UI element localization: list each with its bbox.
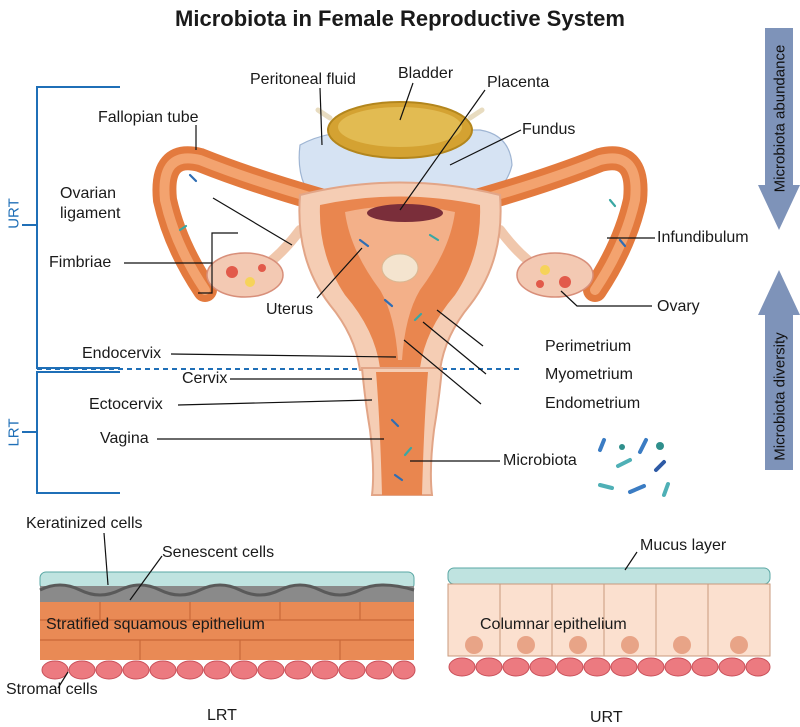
label-ovarian-ligament-1: Ovarian: [60, 185, 117, 202]
label-squamous-epithelium: Stratified squamous epithelium: [46, 616, 265, 633]
lrt-tissue: [39, 571, 416, 680]
label-columnar-epithelium: Columnar epithelium: [480, 616, 627, 633]
ovaries: [206, 252, 594, 298]
lrt-bracket-label: LRT: [5, 418, 23, 447]
label-ovarian-ligament-2: ligament: [60, 205, 121, 222]
caption-lrt: LRT: [207, 707, 237, 724]
label-fimbriae: Fimbriae: [49, 254, 112, 271]
label-cervix: Cervix: [182, 370, 228, 387]
caption-urt: URT: [590, 709, 623, 726]
label-endocervix: Endocervix: [82, 345, 162, 362]
diagram-title: Microbiota in Female Reproductive System: [175, 6, 625, 31]
microbiota-speckles: [178, 173, 627, 482]
label-fundus: Fundus: [522, 121, 576, 138]
label-ectocervix: Ectocervix: [89, 396, 163, 413]
label-fallopian-tube: Fallopian tube: [98, 109, 199, 126]
label-stromal-cells: Stromal cells: [6, 681, 98, 698]
leader-lines: [124, 82, 655, 462]
label-ovary: Ovary: [657, 298, 700, 315]
placenta-shape: [367, 204, 443, 222]
abundance-arrow-label: Microbiota abundance: [771, 44, 789, 193]
label-peritoneal-fluid: Peritoneal fluid: [250, 71, 356, 88]
abundance-arrow: [758, 28, 800, 230]
label-keratinized-cells: Keratinized cells: [26, 515, 143, 532]
label-bladder: Bladder: [398, 65, 454, 82]
region-bracket: [22, 86, 520, 494]
label-endometrium: Endometrium: [545, 395, 641, 412]
label-uterus: Uterus: [266, 301, 314, 318]
fallopian-tubes: [152, 146, 648, 302]
label-senescent-cells: Senescent cells: [162, 544, 275, 561]
label-perimetrium: Perimetrium: [545, 338, 632, 355]
urt-bracket-label: URT: [5, 198, 23, 229]
label-placenta: Placenta: [487, 74, 550, 91]
urt-tissue: [447, 567, 771, 677]
diversity-arrow: [758, 270, 800, 470]
label-mucus-layer: Mucus layer: [640, 537, 727, 554]
label-myometrium: Myometrium: [545, 366, 634, 383]
label-vagina: Vagina: [100, 430, 149, 447]
microbiota-cluster: [598, 438, 670, 497]
label-infundibulum: Infundibulum: [657, 229, 749, 246]
label-microbiota: Microbiota: [503, 452, 577, 469]
diversity-arrow-label: Microbiota diversity: [771, 332, 789, 461]
